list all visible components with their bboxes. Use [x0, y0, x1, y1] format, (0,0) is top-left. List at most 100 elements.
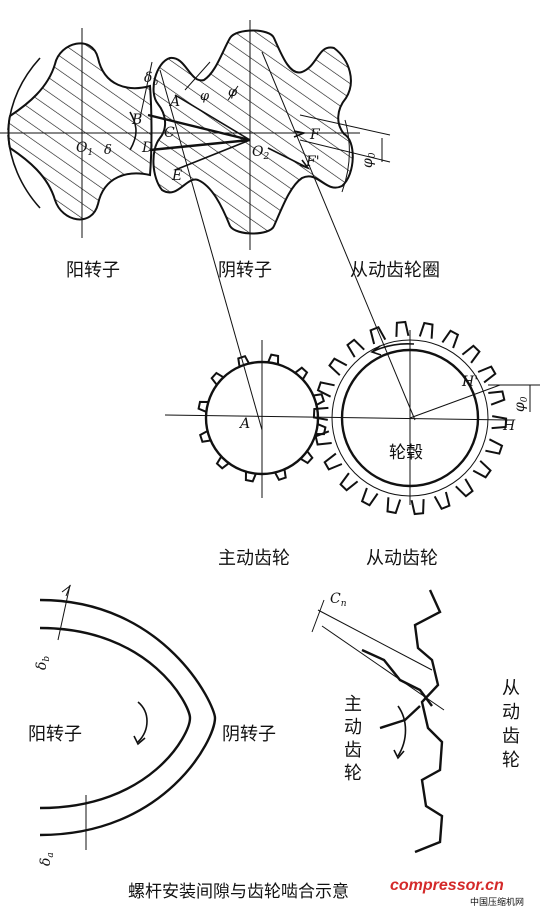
symbol-phi0-middle: φ0	[512, 396, 530, 412]
outer-bore-arc	[39, 598, 217, 837]
cn-dimension	[311, 599, 325, 633]
gear-tooth	[314, 430, 332, 446]
driven-rotation-arrow	[370, 345, 382, 356]
rotation-arc-bottom	[137, 701, 148, 743]
symbol-D: D	[141, 140, 153, 156]
label-female-rotor-bottom: 阴转子	[222, 724, 276, 745]
gear-tooth	[346, 338, 365, 358]
label-driven-gear-ring: 从动齿轮圈	[350, 260, 440, 281]
phi0-ray-top-2	[299, 114, 391, 136]
cn-line-1	[317, 609, 433, 671]
gear-tooth	[418, 321, 434, 339]
gear-tooth	[267, 353, 280, 365]
phi0-ray-top	[299, 139, 391, 163]
gear-tooth	[369, 325, 387, 345]
gear-tooth	[472, 460, 492, 479]
symbol-F: F	[309, 127, 321, 143]
svg-text:齿: 齿	[344, 740, 362, 761]
line-a-o2	[174, 94, 251, 141]
gear-tooth	[455, 478, 474, 498]
symbol-A-top: A	[168, 94, 180, 110]
female-outer-arc	[341, 119, 350, 193]
projection-line-left	[159, 69, 263, 431]
driven-gear-teeth-outline	[413, 589, 444, 854]
gear-tooth	[294, 366, 309, 380]
rotation-arrow-bottom	[133, 735, 146, 746]
gear-tooth	[244, 471, 257, 483]
svg-text:动: 动	[344, 717, 362, 738]
label-female-rotor-top: 阴转子	[218, 260, 272, 281]
delta-b-leader-bottom	[57, 584, 71, 641]
projection-line-right	[261, 51, 416, 421]
svg-text:从: 从	[502, 678, 520, 699]
symbol-phi0-top: φ0	[360, 152, 378, 168]
label-driven-gear: 从动齿轮	[366, 548, 438, 569]
symbol-H: H	[502, 418, 516, 434]
symbol-delta-b-bottom: δb	[34, 656, 52, 670]
symbol-A-middle: A	[238, 416, 250, 432]
f-arrow	[293, 130, 307, 138]
svg-text:齿: 齿	[502, 726, 520, 747]
driven-rotation-arc	[371, 342, 415, 353]
gear-tooth	[312, 406, 329, 421]
drive-gear	[197, 353, 327, 483]
gear-tooth	[386, 497, 402, 515]
gear-tooth	[395, 320, 410, 337]
label-drive-gear: 主动齿轮	[218, 548, 290, 569]
f-prime-arrow	[299, 159, 311, 170]
delta-b-dimension	[139, 61, 153, 119]
clearance-curve	[129, 111, 137, 151]
label-driven-gear-vertical: 从 动 齿 轮	[502, 678, 520, 771]
symbol-delta-b-top: δb	[144, 70, 158, 88]
label-hub: 轮毂	[389, 443, 423, 463]
phi1-leader	[184, 61, 211, 91]
gear-tooth	[215, 456, 230, 470]
female-rotor	[152, 29, 354, 235]
figure-caption: 螺杆安装间隙与齿轮啮合示意	[128, 882, 349, 902]
line-e-o2	[174, 139, 251, 171]
gear-tooth	[237, 354, 250, 367]
gear-tooth	[300, 450, 314, 465]
line-b-o2	[147, 113, 251, 142]
gear-tooth	[274, 469, 287, 482]
gear-tooth	[316, 381, 335, 398]
symbol-phi2: φ	[228, 85, 238, 100]
gear-tooth	[328, 357, 348, 376]
svg-text:轮: 轮	[502, 750, 520, 771]
watermark-subtitle: 中国压缩机网	[470, 896, 524, 908]
label-male-rotor-bottom: 阳转子	[28, 724, 82, 745]
gear-tooth	[197, 400, 209, 413]
label-drive-gear-vertical: 主 动 齿 轮	[344, 694, 362, 784]
symbol-phi1: φ	[200, 89, 210, 104]
gear-tooth	[485, 438, 504, 455]
gear-tooth	[461, 344, 481, 364]
symbol-delta-mid: δ	[104, 143, 112, 158]
gear-tooth	[491, 415, 508, 430]
symbol-F-prime: F'	[305, 154, 320, 170]
gear-tooth	[488, 390, 506, 406]
gear-tooth	[210, 371, 224, 386]
gear-tooth	[433, 491, 451, 511]
gear-tooth	[441, 329, 460, 349]
gear-tooth	[410, 499, 425, 516]
svg-text:主: 主	[344, 694, 362, 715]
delta-b-arrow-bottom	[61, 584, 72, 597]
rotor-profile-arc	[39, 626, 192, 810]
driven-gear	[312, 320, 508, 516]
symbol-C: C	[164, 125, 175, 141]
svg-text:轮: 轮	[344, 763, 362, 784]
svg-text:动: 动	[502, 702, 520, 723]
rotation-arc-backlash	[397, 705, 407, 757]
symbol-O1: O1	[76, 140, 93, 158]
phi2-leader	[227, 85, 239, 101]
cn-line-2	[321, 625, 445, 711]
line-d-o2	[149, 138, 251, 152]
symbol-E: E	[171, 168, 182, 184]
gear-tooth	[339, 472, 359, 492]
symbol-O2: O2	[252, 144, 269, 162]
gear-tooth	[477, 365, 497, 384]
symbol-Cn: Cn	[330, 591, 347, 609]
label-male-rotor-top: 阳转子	[66, 260, 120, 281]
